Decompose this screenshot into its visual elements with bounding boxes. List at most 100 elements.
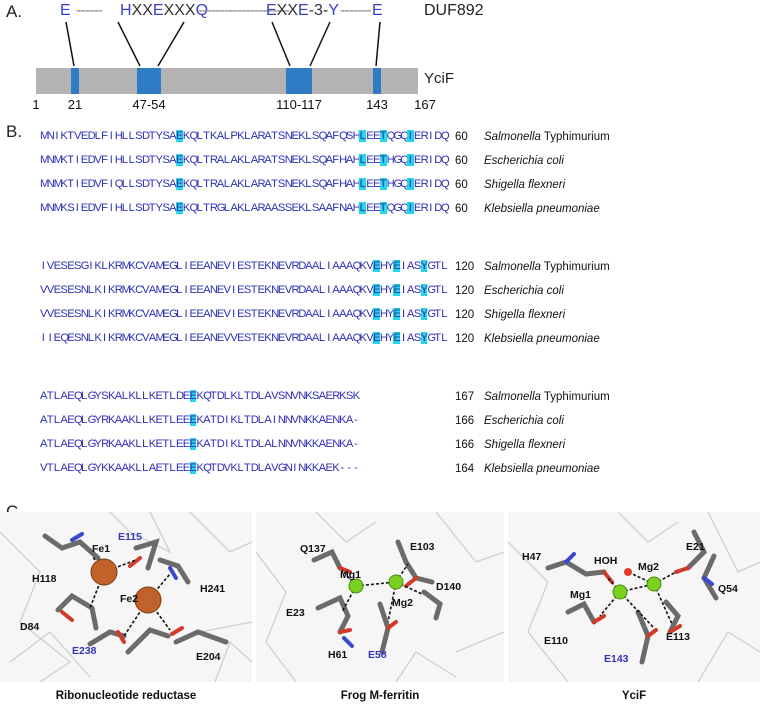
svg-text:E115: E115 — [118, 531, 142, 543]
svg-text:Mg1: Mg1 — [340, 569, 361, 581]
residue-count: 167 — [455, 391, 475, 403]
residue-count: 120 — [455, 333, 475, 345]
position-label: 47-54 — [132, 97, 166, 112]
connector-e21 — [65, 21, 75, 67]
svg-text:H61: H61 — [328, 649, 347, 661]
structure-ribonucleotide-reductase: Fe1 Fe2 H118 E115 H241 D84 E238 E204 — [0, 512, 252, 682]
svg-text:HOH: HOH — [594, 555, 617, 567]
svg-text:D84: D84 — [20, 621, 39, 633]
structure-title-ycif: YciF — [621, 690, 647, 702]
svg-text:E143: E143 — [604, 653, 629, 665]
residue-count: 120 — [455, 261, 475, 273]
svg-text:Q137: Q137 — [300, 543, 326, 555]
protein-bar — [36, 68, 418, 94]
mg2-atom — [646, 576, 662, 592]
ferritin-svg: Q137 E103 Mg1 D140 Mg2 E23 H61 E58 — [256, 512, 504, 682]
svg-text:E204: E204 — [196, 651, 221, 663]
motif-exxe3y: EXXE-3-Y — [266, 2, 339, 19]
organism-name: Shigella flexneri — [484, 309, 566, 321]
residue-count: 60 — [455, 203, 468, 215]
svg-text:H47: H47 — [522, 551, 541, 563]
svg-text:E110: E110 — [544, 635, 568, 647]
sequence-text: ATLAEQLGYSKALKLLKETLDEEKQTDLKLTDLAVSNVNK… — [40, 390, 361, 402]
domain-name: DUF892 — [424, 2, 484, 19]
motif-e21: E — [60, 2, 71, 19]
mg1-atom — [348, 578, 364, 594]
organism-name: Klebsiella pneumoniae — [484, 463, 600, 475]
residue-count: 60 — [455, 179, 468, 191]
domain-bar-svg — [36, 21, 418, 94]
organism-name: Klebsiella pneumoniae — [484, 333, 600, 345]
position-label: 143 — [366, 97, 388, 112]
connector-e143 — [375, 21, 381, 67]
fe1-atom — [90, 558, 118, 586]
structure-title-rnr: Ribonucleotide reductase — [55, 690, 197, 702]
organism-name: Escherichia coli — [484, 415, 564, 427]
organism-name: Salmonella Typhimurium — [484, 391, 610, 403]
organism-name: Klebsiella pneumoniae — [484, 203, 600, 215]
organism-name: Salmonella Typhimurium — [484, 131, 610, 143]
svg-text:Q54: Q54 — [718, 583, 738, 595]
organism-name: Escherichia coli — [484, 155, 564, 167]
residue-count: 166 — [455, 439, 475, 451]
svg-text:D140: D140 — [436, 581, 461, 593]
residue-count: 60 — [455, 155, 468, 167]
svg-text:H241: H241 — [200, 583, 225, 595]
position-label: 167 — [414, 97, 436, 112]
panel-label-a: A. — [6, 2, 23, 21]
ycif-svg: H47 HOH Mg2 E21 Mg1 Q54 E110 E113 E143 — [508, 512, 760, 682]
sequence-row: ATLAEQLGYSKALKLLKETLDEEKQTDLKLTDLAVSNVNK… — [40, 390, 361, 408]
svg-text:Fe1: Fe1 — [92, 543, 110, 555]
segment-21 — [71, 68, 79, 94]
fe2-atom — [134, 586, 162, 614]
position-label: 110-117 — [276, 97, 322, 112]
organism-name: Shigella flexneri — [484, 439, 566, 451]
mg2-atom — [388, 574, 404, 590]
position-label: 21 — [67, 97, 83, 112]
residue-count: 120 — [455, 309, 475, 321]
connector-q54 — [157, 21, 185, 67]
residue-count: 120 — [455, 285, 475, 297]
svg-text:H118: H118 — [32, 573, 57, 585]
position-label: 1 — [32, 97, 40, 112]
motif-e143: E — [372, 2, 383, 19]
connector-e110 — [271, 21, 291, 67]
structure-title-ferritin: Frog M-ferritin — [340, 690, 420, 702]
organism-name: Escherichia coli — [484, 285, 564, 297]
svg-text:Mg1: Mg1 — [570, 589, 591, 601]
svg-text:E103: E103 — [410, 541, 435, 553]
svg-text:Fe2: Fe2 — [120, 593, 138, 605]
segment-143 — [373, 68, 381, 94]
panel-label-b: B. — [6, 122, 23, 141]
motif-hxxexxxq: HXXEXXXQ — [120, 2, 209, 19]
svg-text:Mg2: Mg2 — [392, 597, 413, 609]
organism-name: Salmonella Typhimurium — [484, 261, 610, 273]
mg1-atom — [612, 584, 628, 600]
residue-count: 164 — [455, 463, 475, 475]
svg-text:E58: E58 — [368, 649, 387, 661]
residue-count: 60 — [455, 131, 468, 143]
structure-frog-m-ferritin: Q137 E103 Mg1 D140 Mg2 E23 H61 E58 — [256, 512, 504, 682]
protein-name: YciF — [424, 70, 454, 87]
svg-text:E23: E23 — [286, 607, 305, 619]
connector-y117 — [309, 21, 331, 67]
